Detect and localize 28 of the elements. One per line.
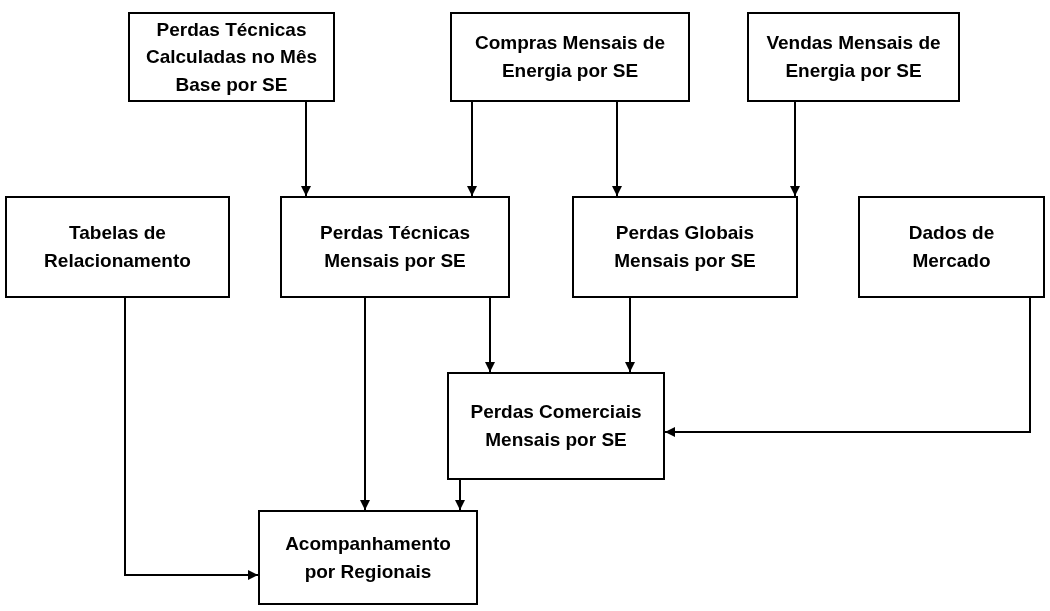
arrow xyxy=(301,101,311,197)
box-label: Acompanhamento por Regionais xyxy=(284,531,452,584)
box-label: Vendas Mensais de Energia por SE xyxy=(765,31,942,83)
arrow xyxy=(625,297,635,373)
arrow xyxy=(360,297,370,511)
process-box xyxy=(280,196,510,298)
process-box xyxy=(5,196,230,298)
process-box xyxy=(258,510,478,605)
arrow xyxy=(467,101,477,197)
box-label: Perdas Técnicas Calculadas no Mês Base por SE xyxy=(144,17,319,97)
box-label: Compras Mensais de Energia por SE xyxy=(473,31,667,83)
process-box xyxy=(128,12,335,102)
arrow xyxy=(455,479,465,511)
process-box xyxy=(572,196,798,298)
arrow xyxy=(485,297,495,373)
arrow xyxy=(664,297,1031,437)
box-label: Perdas Comerciais Mensais por SE xyxy=(469,400,643,452)
process-box xyxy=(450,12,690,102)
box-label: Perdas Globais Mensais por SE xyxy=(613,221,757,273)
process-box xyxy=(447,372,665,480)
box-label: Tabelas de Relacionamento xyxy=(43,221,192,273)
box-label: Perdas Técnicas Mensais por SE xyxy=(319,221,471,273)
arrow xyxy=(790,101,800,197)
process-box xyxy=(858,196,1045,298)
process-box xyxy=(747,12,960,102)
arrow xyxy=(612,101,622,197)
box-label: Dados de Mercado xyxy=(907,221,996,273)
arrow xyxy=(124,297,259,580)
